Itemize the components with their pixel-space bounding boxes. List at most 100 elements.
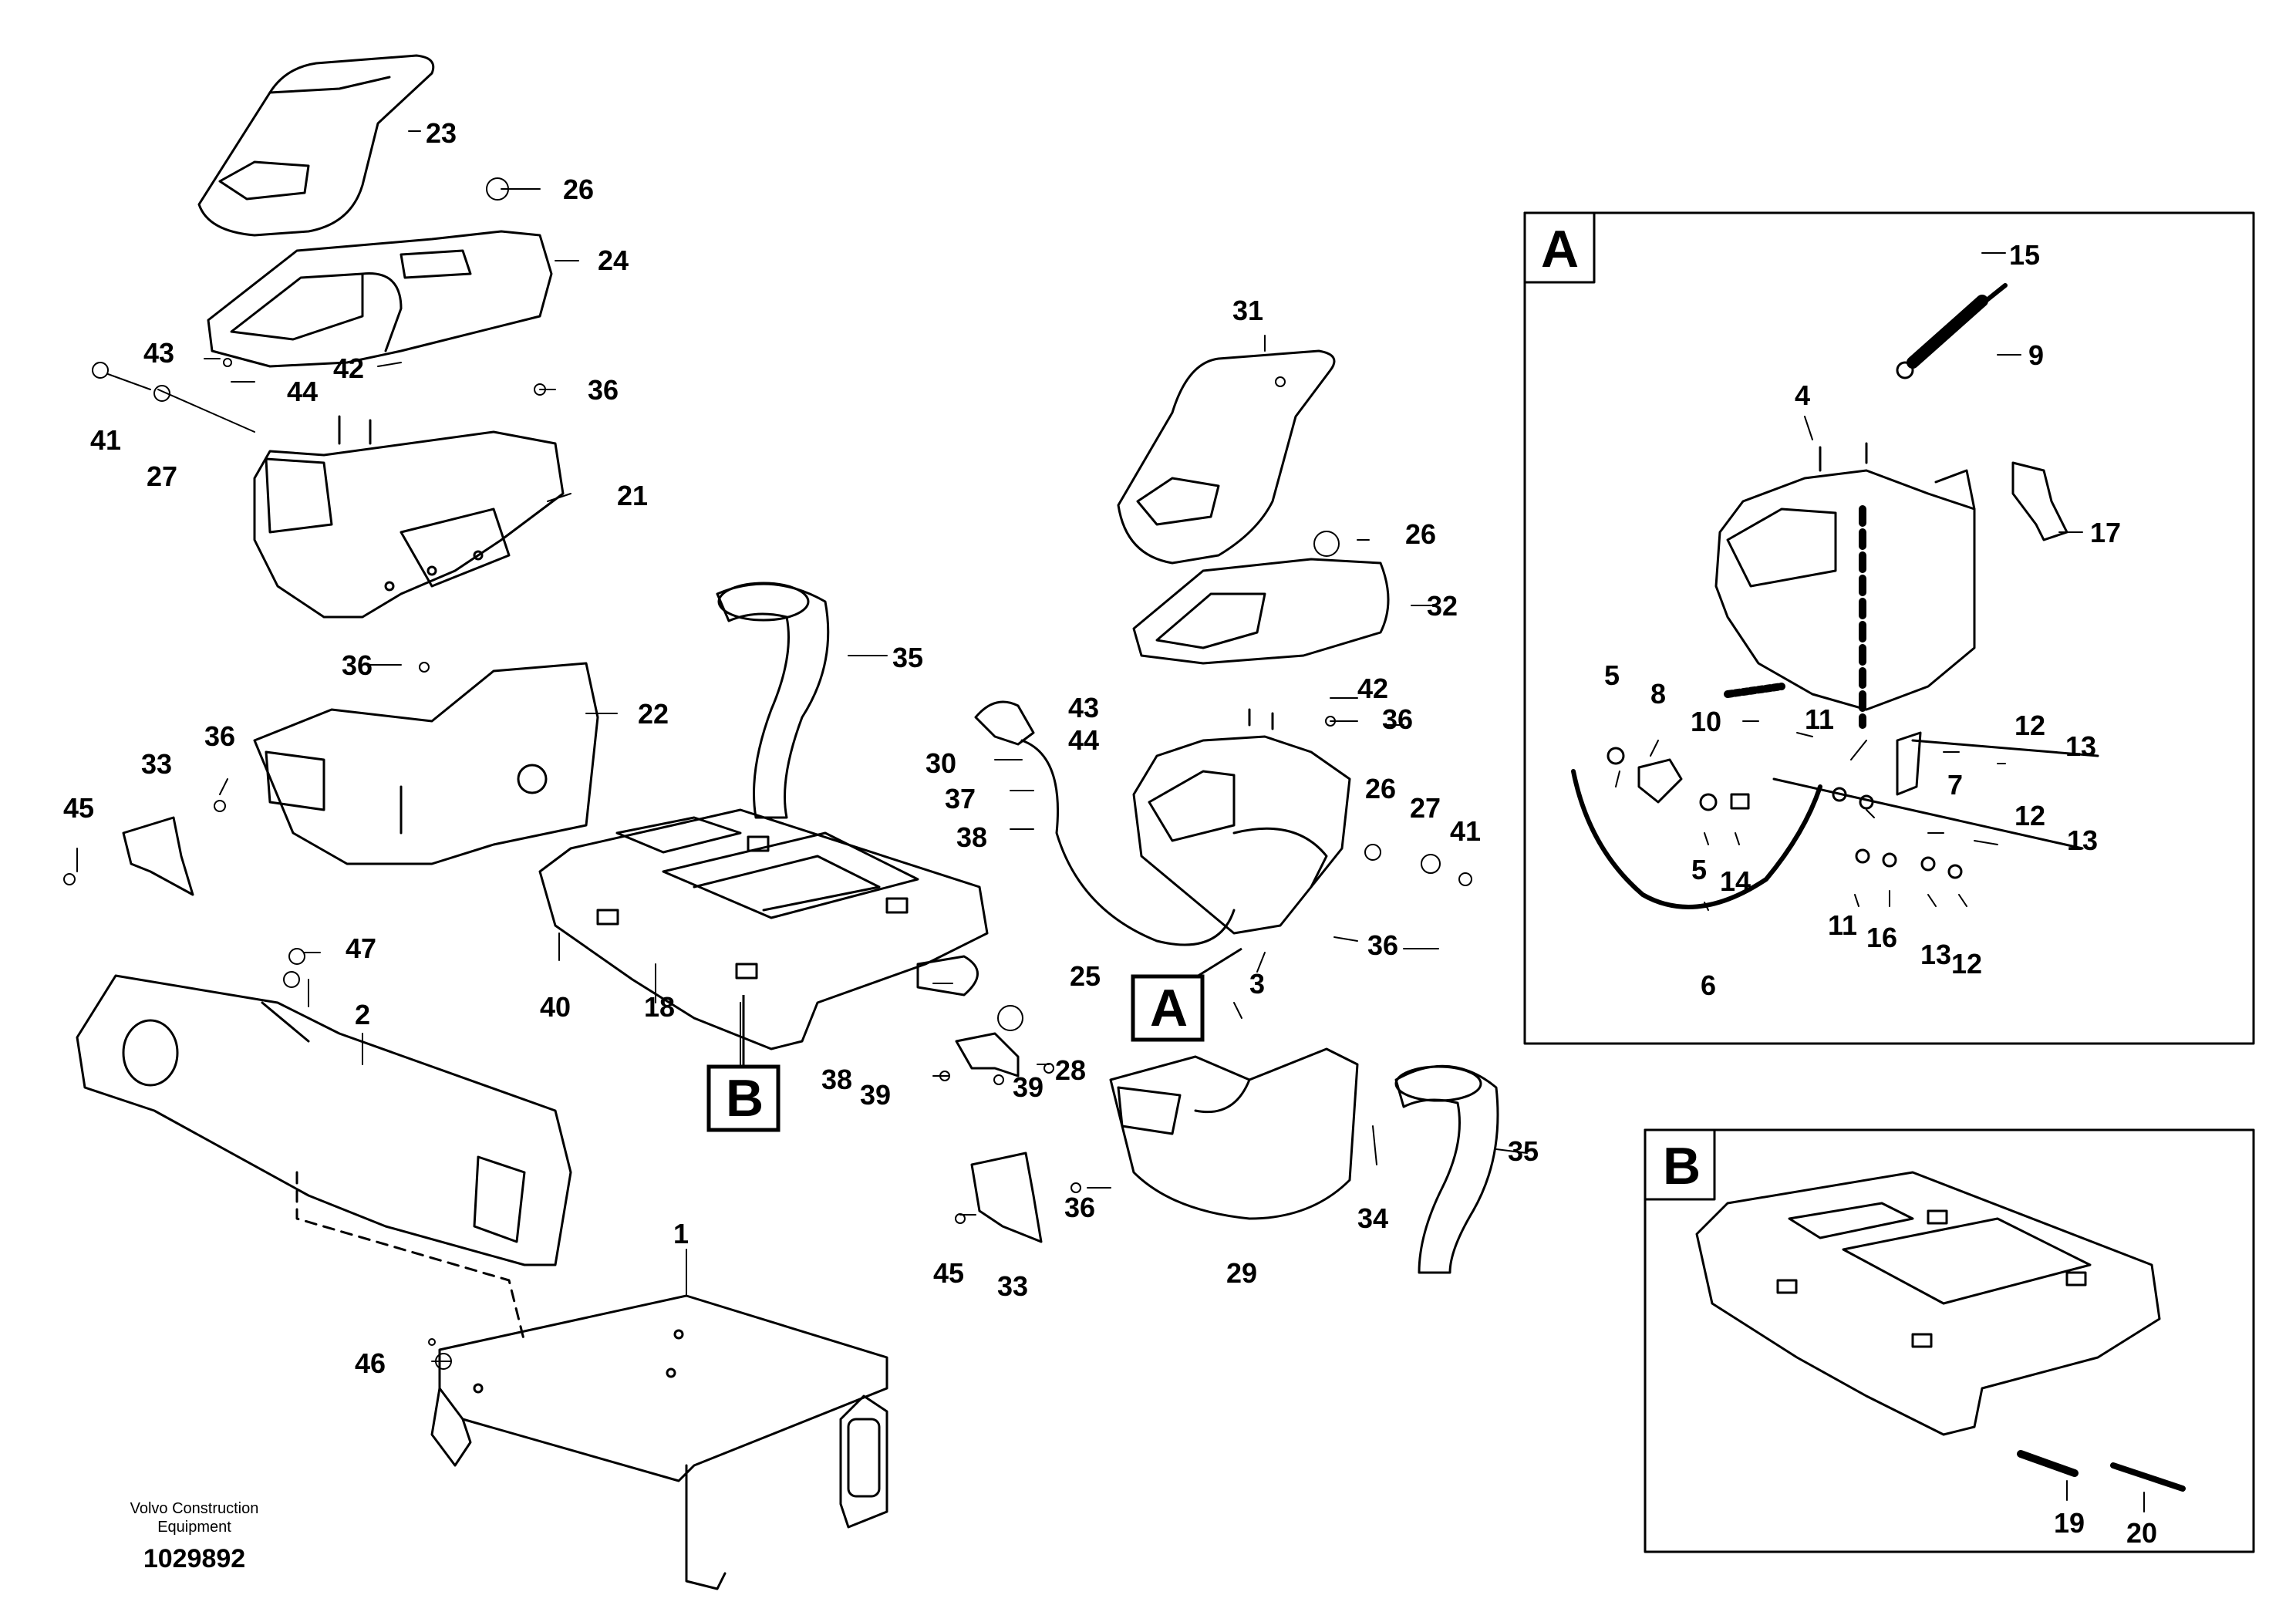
gas-spring-9 xyxy=(1896,283,2008,379)
detail-view-b-label: B xyxy=(1663,1137,1701,1195)
callout-32: 32 xyxy=(1427,590,1458,622)
callout-26-bottom: 26 xyxy=(1365,773,1396,804)
callout-6: 6 xyxy=(1701,969,1716,1001)
callout-9: 9 xyxy=(2028,339,2044,371)
armrest-pad-31 xyxy=(1117,349,1336,565)
callout-21: 21 xyxy=(617,480,648,511)
callout-44-middle: 44 xyxy=(1068,724,1099,756)
callout-45-left: 45 xyxy=(63,792,94,824)
callout-26-top: 26 xyxy=(563,174,594,205)
callout-1: 1 xyxy=(673,1218,689,1249)
bracket-28 xyxy=(955,1032,1020,1077)
callout-39-right: 39 xyxy=(1013,1071,1043,1103)
lower-cover-29 xyxy=(1109,1047,1359,1220)
fasteners xyxy=(63,177,1472,1370)
drawing-number: 1029892 xyxy=(143,1544,245,1573)
lever-knob-30 xyxy=(974,700,1035,746)
callout-47: 47 xyxy=(346,932,376,964)
mounting-frame-1 xyxy=(430,1294,888,1590)
callout-34: 34 xyxy=(1357,1202,1388,1234)
callout-18: 18 xyxy=(644,991,675,1023)
control-cable xyxy=(1020,739,1236,946)
bolt-19 xyxy=(2017,1450,2079,1477)
callout-38-left: 38 xyxy=(821,1064,852,1095)
callout-13-bottom: 13 xyxy=(1920,939,1951,970)
callout-23: 23 xyxy=(426,117,457,149)
callout-15: 15 xyxy=(2009,239,2040,271)
detail-view-a-frame xyxy=(1523,211,2255,1045)
callout-12-middle: 12 xyxy=(2014,800,2045,831)
callout-20: 20 xyxy=(2126,1517,2157,1549)
armrest-pad-23 xyxy=(197,54,435,237)
callout-12-bottom: 12 xyxy=(1951,948,1982,980)
callout-39-left: 39 xyxy=(860,1079,891,1111)
callout-36-a: 36 xyxy=(588,374,619,406)
callout-4: 4 xyxy=(1795,379,1810,411)
detail-view-b-frame xyxy=(1644,1128,2255,1553)
leader-lines xyxy=(76,130,2145,1512)
callout-labels: 23 26 24 43 44 42 36 41 27 21 36 22 35 3… xyxy=(63,117,2157,1549)
callout-36-c: 36 xyxy=(204,720,235,752)
callout-31: 31 xyxy=(1232,295,1263,326)
base-plate-18 xyxy=(538,808,989,1050)
callout-46: 46 xyxy=(355,1347,386,1379)
callout-8: 8 xyxy=(1650,678,1666,710)
detail-view-b-tag xyxy=(1644,1128,1716,1201)
callout-11-bottom: 11 xyxy=(1828,909,1857,941)
dashed-alignment-line-left xyxy=(295,1171,526,1344)
clip-17 xyxy=(2011,461,2068,541)
callout-33-left: 33 xyxy=(141,748,172,780)
view-tag-a-ref: A xyxy=(1131,947,1242,1042)
dashboard-panel-2 xyxy=(76,974,572,1266)
cover-plate-33-left xyxy=(122,816,194,896)
callout-35-right: 35 xyxy=(1508,1135,1539,1167)
callout-36-d: 36 xyxy=(1382,703,1413,735)
air-duct-35-left xyxy=(716,582,830,819)
view-tag-b-ref: B xyxy=(706,995,781,1132)
callout-45-middle: 45 xyxy=(933,1257,964,1289)
bolt-20 xyxy=(2110,1462,2186,1492)
callout-41-left: 41 xyxy=(90,424,121,456)
bracket-4 xyxy=(1714,442,1976,711)
callout-42-left: 42 xyxy=(333,352,364,384)
callout-27-left: 27 xyxy=(147,460,177,492)
callout-25: 25 xyxy=(1070,960,1101,992)
callout-10: 10 xyxy=(1691,706,1721,737)
callout-13-middle: 13 xyxy=(2067,824,2098,856)
callout-30: 30 xyxy=(925,747,956,779)
callout-3: 3 xyxy=(1249,968,1265,1000)
callout-5-top: 5 xyxy=(1604,659,1620,691)
callout-41-middle: 41 xyxy=(1450,815,1481,847)
spring-10 xyxy=(1724,683,1785,698)
console-bracket-3 xyxy=(1132,708,1351,935)
callout-36-f: 36 xyxy=(1064,1192,1095,1223)
base-plate-18-detail xyxy=(1695,1171,2161,1436)
callout-11-top: 11 xyxy=(1805,703,1834,735)
detail-view-a-label: A xyxy=(1541,220,1579,278)
callout-44-left: 44 xyxy=(287,376,318,407)
control-rod-6 xyxy=(1571,769,1822,909)
callout-33-middle: 33 xyxy=(997,1270,1028,1302)
callout-5-bottom: 5 xyxy=(1691,854,1707,885)
callout-19: 19 xyxy=(2054,1507,2085,1539)
callout-40: 40 xyxy=(540,991,571,1023)
callout-28: 28 xyxy=(1055,1054,1086,1086)
lever-bracket-8 xyxy=(1637,758,1683,804)
callout-7: 7 xyxy=(1947,769,1963,801)
brand-line-1: Volvo Construction xyxy=(130,1500,259,1517)
air-duct-35-right xyxy=(1394,1064,1499,1274)
callout-17: 17 xyxy=(2090,517,2121,548)
callout-43-middle: 43 xyxy=(1068,692,1099,723)
callout-36-b: 36 xyxy=(342,649,373,681)
link-7 xyxy=(1896,731,1922,796)
callout-22: 22 xyxy=(638,698,669,730)
callout-42-middle: 42 xyxy=(1357,673,1388,704)
cover-plate-33-middle xyxy=(970,1152,1043,1243)
callout-37: 37 xyxy=(945,783,976,814)
callout-27-middle: 27 xyxy=(1410,792,1441,824)
callout-14: 14 xyxy=(1720,865,1751,897)
callout-38-middle: 38 xyxy=(956,821,987,853)
console-cover-32 xyxy=(1132,558,1390,665)
console-cover-24 xyxy=(207,230,553,368)
